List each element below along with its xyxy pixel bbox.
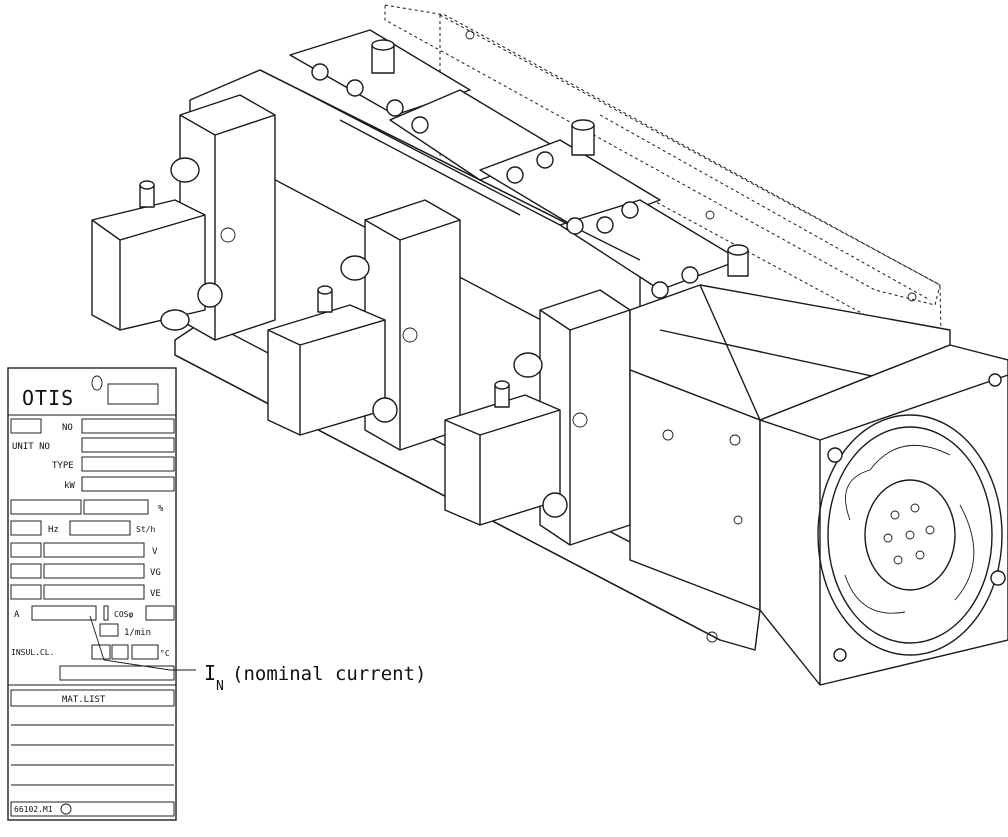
- nameplate: OTIS NO UNIT NO TYPE kW % Hz St/h V: [7, 367, 196, 821]
- label-vg: VG: [150, 568, 161, 578]
- label-ve: VE: [150, 589, 161, 599]
- module-left: [91, 94, 276, 341]
- label-no: NO: [62, 423, 73, 433]
- label-v: V: [152, 547, 158, 557]
- label-hz: Hz: [48, 525, 59, 535]
- cooling-fan: [759, 344, 1008, 686]
- bolt-row: [311, 63, 699, 299]
- label-a: A: [14, 610, 20, 620]
- label-rpm: 1/min: [124, 628, 151, 638]
- label-mat-list: MAT.LIST: [62, 695, 106, 705]
- nominal-current-callout: I N (nominal current): [204, 661, 426, 694]
- heatsink-housing: [629, 284, 951, 611]
- callout-leader: [89, 615, 196, 671]
- callout-symbol: I: [204, 661, 216, 685]
- label-insul-cl: INSUL.CL.: [11, 648, 54, 657]
- callout-subscript: N: [216, 679, 224, 694]
- label-type: TYPE: [52, 461, 74, 471]
- label-kw: kW: [64, 481, 75, 491]
- nameplate-serial: 66102.M1: [14, 805, 53, 814]
- label-celsius: °C: [160, 649, 170, 658]
- nameplate-brand: OTIS: [22, 386, 74, 410]
- top-busbar-assembly: [189, 29, 749, 331]
- module-middle: [267, 199, 461, 451]
- drive-unit-drawing: [91, 4, 1008, 686]
- callout-text: (nominal current): [232, 663, 426, 685]
- label-unit-no: UNIT NO: [12, 442, 50, 452]
- brand-ring-icon: [91, 375, 103, 391]
- label-st-h: St/h: [136, 525, 155, 534]
- label-cos-phi: COSφ: [114, 610, 133, 619]
- mounting-hole-icon: [60, 803, 72, 815]
- module-right: [444, 289, 631, 546]
- label-percent: %: [158, 504, 164, 514]
